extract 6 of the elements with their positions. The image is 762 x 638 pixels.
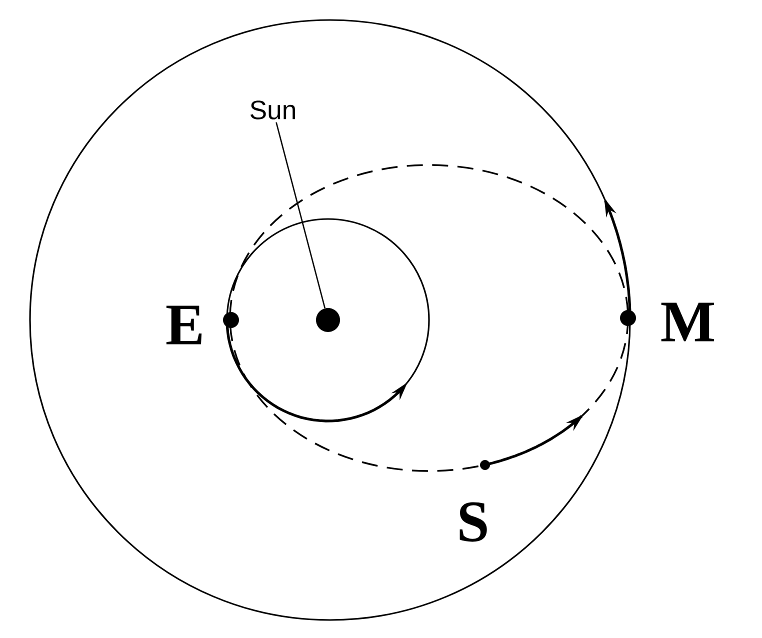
sun-dot [316,308,340,332]
point-label: M [661,302,714,342]
sun-label: Sun [250,100,295,120]
point-label: S [460,502,487,542]
point-label: E [166,306,202,344]
leader-line [276,122,326,308]
